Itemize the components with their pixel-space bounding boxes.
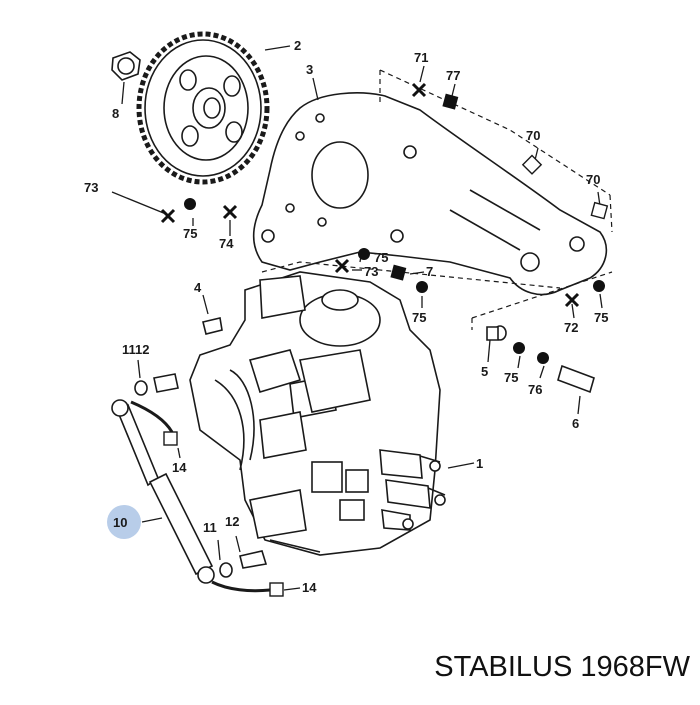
callout-labels: 2 3 8 71 77 70 70 73 75 74 75 73 7 75 72… — [84, 38, 608, 595]
washer-bolt-upper — [134, 373, 179, 396]
key-4 — [202, 317, 223, 335]
nut-8 — [111, 51, 141, 81]
callout-71: 71 — [414, 50, 428, 65]
callout-12-lower: 12 — [225, 514, 239, 529]
callout-70-a: 70 — [526, 128, 540, 143]
callout-77: 77 — [446, 68, 460, 83]
gas-spring-10 — [111, 399, 215, 584]
callout-14-a: 14 — [172, 460, 187, 475]
part-caption: STABILUS 1968FW — [434, 651, 690, 683]
callout-73-b: 73 — [364, 264, 378, 279]
washer-bolt-lower — [219, 550, 268, 578]
callout-3: 3 — [306, 62, 313, 77]
callout-76: 76 — [528, 382, 542, 397]
part-10-highlight — [107, 505, 141, 539]
hoses — [130, 400, 271, 593]
callout-14-b: 14 — [302, 580, 317, 595]
injection-pump-body — [189, 271, 446, 556]
callout-74: 74 — [219, 236, 234, 251]
callout-1: 1 — [476, 456, 483, 471]
right-small-parts — [486, 325, 595, 394]
callout-8: 8 — [112, 106, 119, 121]
callout-75-e: 75 — [504, 370, 518, 385]
marker-squares — [390, 93, 459, 281]
callout-7: 7 — [426, 264, 433, 279]
timing-gear — [136, 31, 270, 185]
callout-4: 4 — [194, 280, 202, 295]
callout-75-b: 75 — [374, 250, 388, 265]
callout-75-c: 75 — [412, 310, 426, 325]
callout-75-d: 75 — [594, 310, 608, 325]
callout-1112-upper: 1112 — [122, 342, 150, 357]
callout-11-lower: 11 — [203, 520, 217, 535]
callout-5: 5 — [481, 364, 488, 379]
callout-72: 72 — [564, 320, 578, 335]
callout-73-a: 73 — [84, 180, 98, 195]
marker-crosses — [160, 82, 580, 308]
callout-70-b: 70 — [586, 172, 600, 187]
dashed-guides — [261, 69, 613, 330]
mounting-bracket — [252, 92, 608, 296]
callout-75-a: 75 — [183, 226, 197, 241]
callout-6: 6 — [572, 416, 579, 431]
marker-open-squares — [163, 154, 609, 597]
callout-2: 2 — [294, 38, 301, 53]
marker-dots — [184, 198, 605, 364]
callout-10: 10 — [113, 515, 127, 530]
